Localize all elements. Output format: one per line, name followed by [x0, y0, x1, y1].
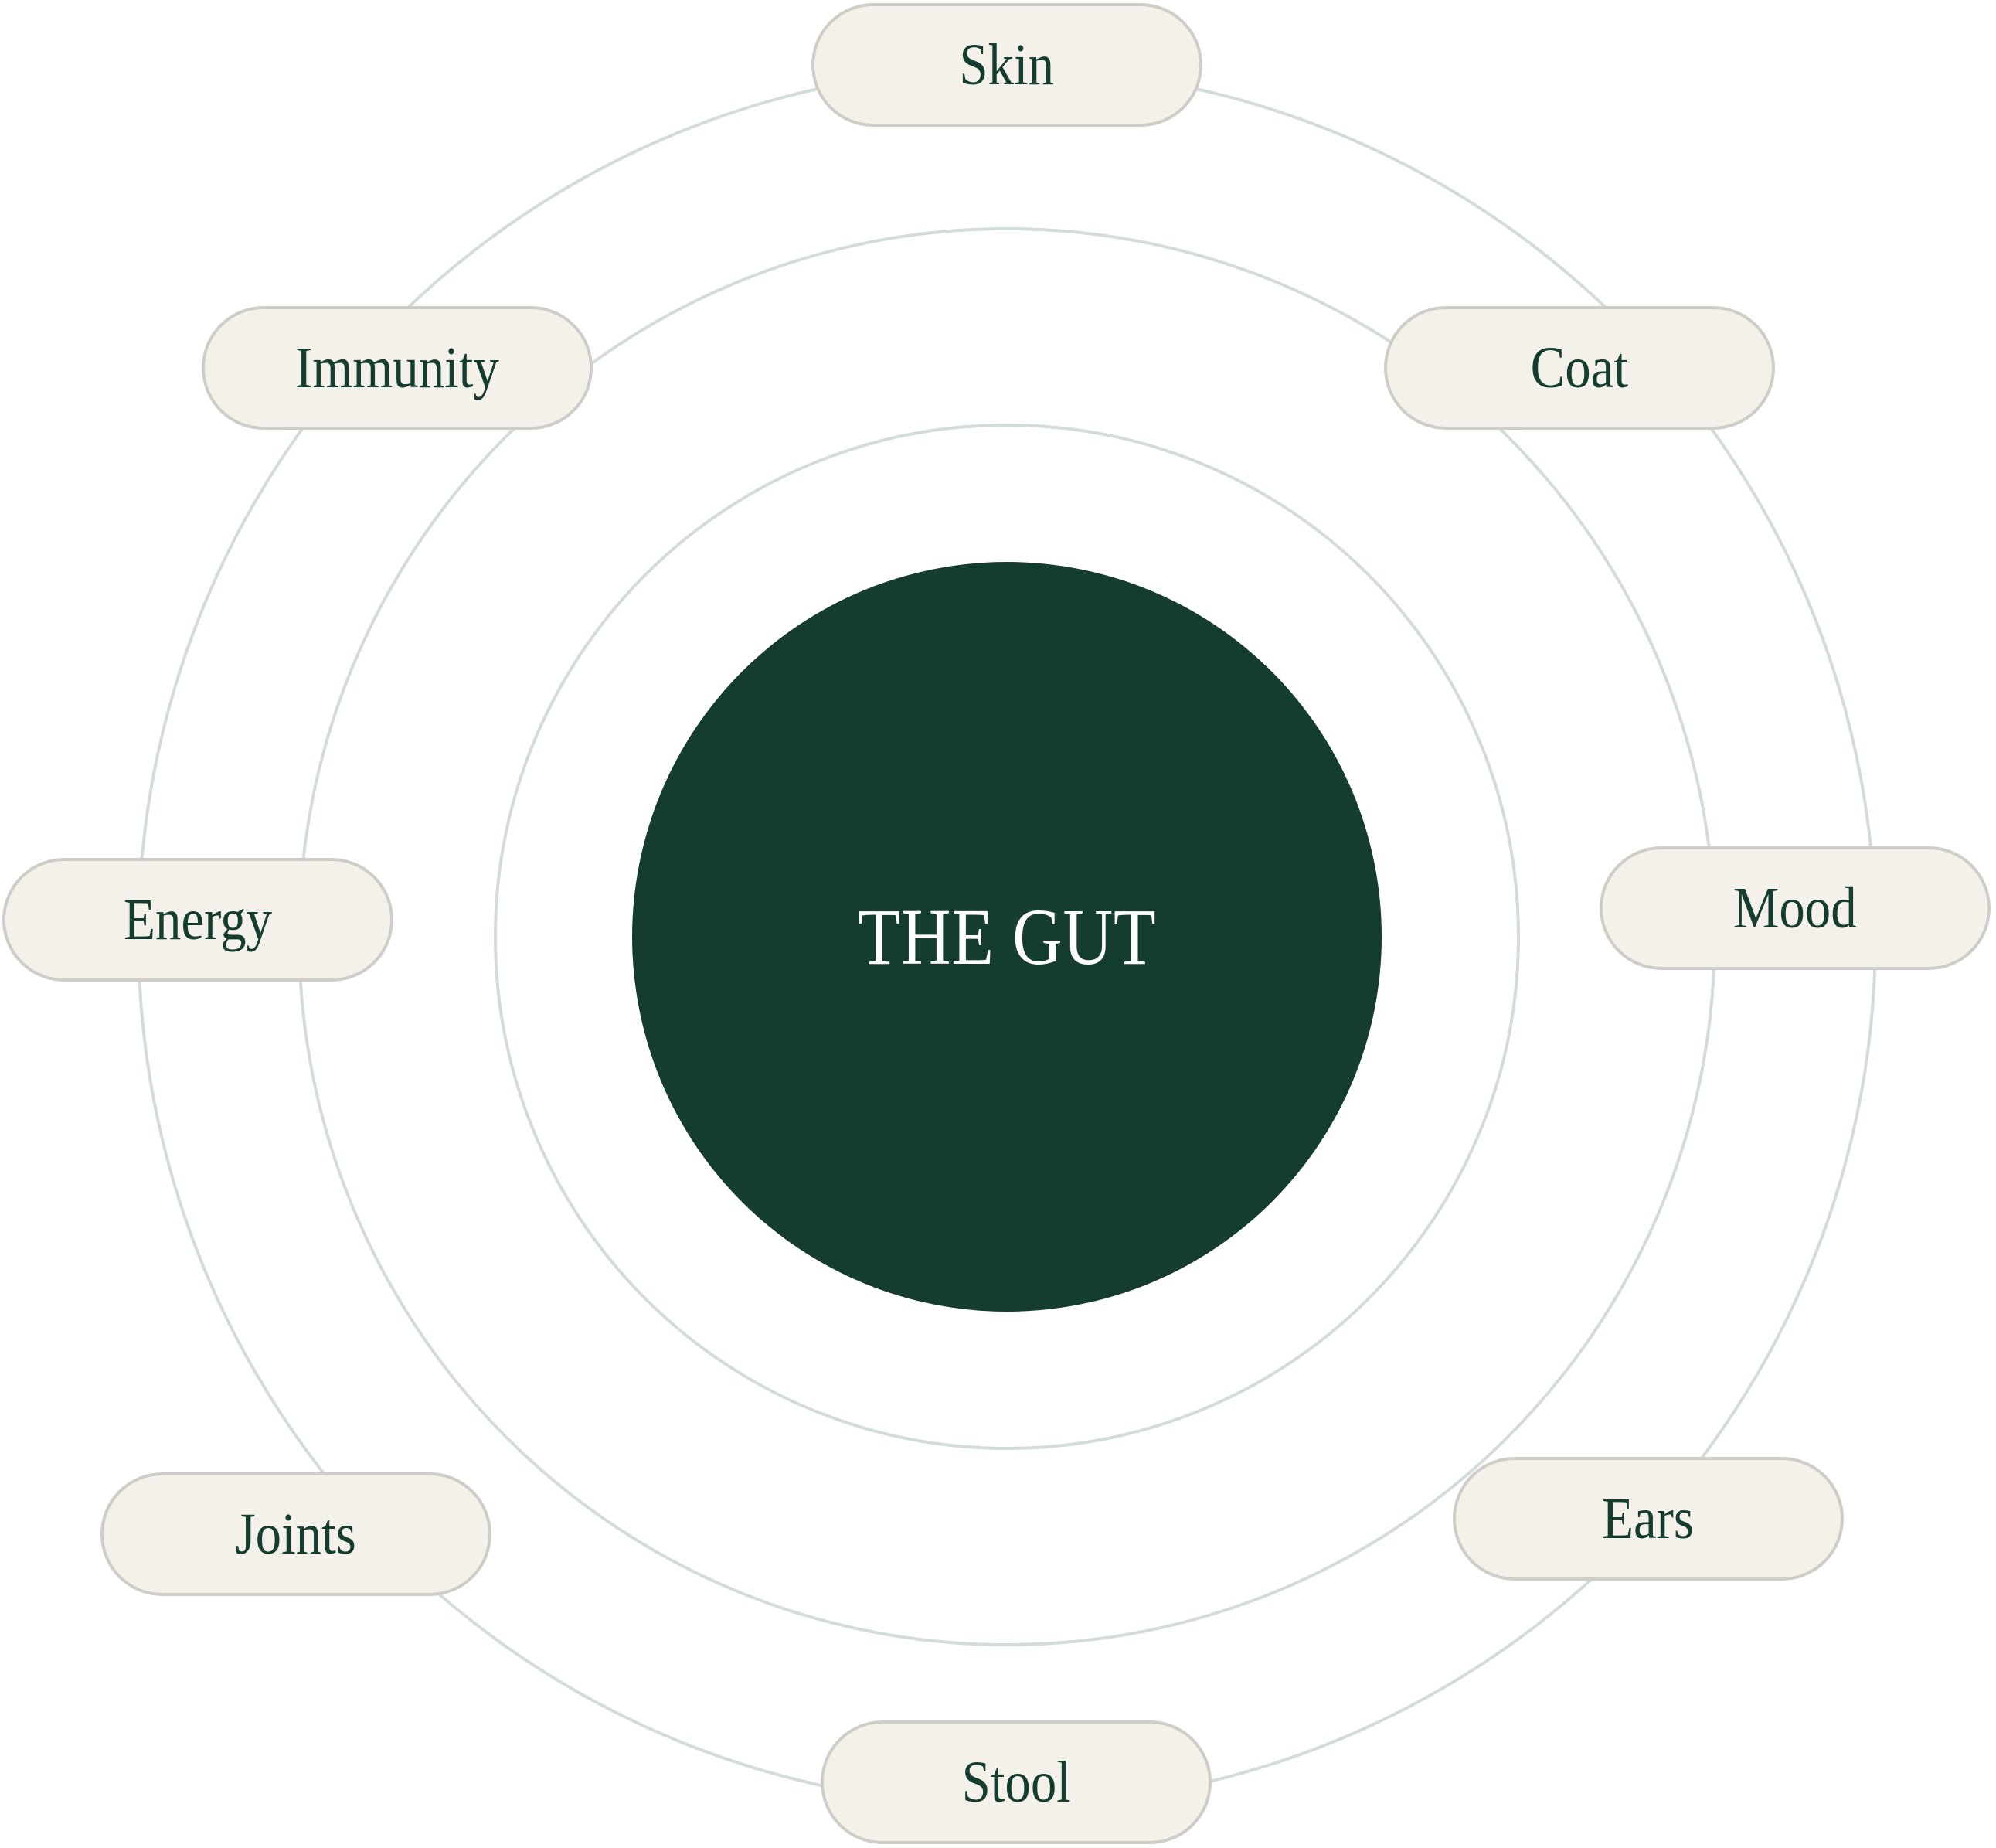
node-joints-label: Joints — [235, 1501, 357, 1567]
node-mood-label: Mood — [1733, 875, 1857, 941]
node-ears-label: Ears — [1602, 1486, 1695, 1551]
node-stool: Stool — [821, 1720, 1212, 1844]
node-coat: Coat — [1384, 306, 1775, 430]
node-ears: Ears — [1453, 1457, 1844, 1581]
node-energy: Energy — [2, 858, 393, 982]
node-immunity-label: Immunity — [295, 335, 499, 400]
node-mood: Mood — [1600, 846, 1991, 970]
center-circle: THE GUT — [632, 562, 1382, 1312]
node-stool-label: Stool — [961, 1749, 1071, 1815]
inner-ring — [494, 424, 1520, 1450]
node-energy-label: Energy — [124, 887, 272, 952]
center-label: THE GUT — [857, 892, 1157, 982]
node-joints: Joints — [100, 1472, 491, 1596]
node-skin-label: Skin — [959, 32, 1055, 97]
node-immunity: Immunity — [202, 306, 593, 430]
node-coat-label: Coat — [1530, 335, 1629, 400]
node-skin: Skin — [811, 3, 1202, 127]
